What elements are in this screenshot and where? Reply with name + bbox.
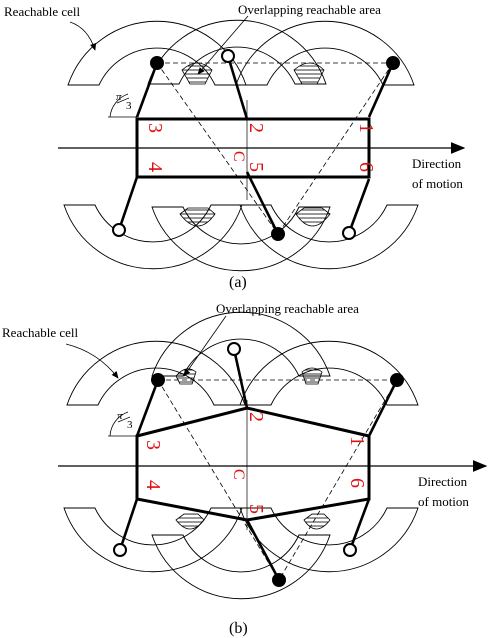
leg-label-6: 6 [355,162,377,172]
overlap-pointer [197,15,249,75]
panel-b-caption: (b) [229,620,248,637]
feet [112,49,400,241]
angle-fraction-bar [116,97,130,104]
leg-label-3: 3 [142,440,164,450]
foot-stance [150,56,164,70]
angle-numerator: π [116,91,122,103]
reachable-cell-label: Reachable cell [4,4,81,19]
angle-numerator: π [117,410,123,422]
leg-label-2: 2 [245,412,267,422]
foot-swing [342,226,356,240]
leg-label-1: 1 [355,123,377,133]
angle-denominator: 3 [127,419,133,431]
feet [113,342,404,587]
leg-label-5: 5 [245,504,267,514]
overlap-pointer [183,315,227,377]
foot-stance [386,56,400,70]
reachable-cell-pointer [65,343,119,379]
angle-arc [109,93,129,118]
foot-stance [272,573,286,587]
angle-arc [109,411,129,437]
panel-a: π 3 3 2 1 4 5 6 C Reachable cell Overlap… [4,2,466,291]
center-label: C [230,469,247,480]
direction-label-line1: Direction [418,474,468,489]
foot-swing [112,223,126,237]
leg-label-5: 5 [245,162,267,172]
support-triangle [156,62,394,235]
reachable-cell-label: Reachable cell [2,325,79,340]
leg-label-2: 2 [245,123,267,133]
overlap-label: Overlapping reachable area [238,2,381,17]
foot-swing [113,543,127,557]
legs [118,348,399,581]
leg-label-4: 4 [144,162,166,172]
panel-b: π 3 3 2 1 4 5 6 C Reachable cell Overlap… [2,301,488,637]
center-label: C [230,151,247,162]
leg-label-1: 1 [346,436,368,446]
foot-stance [271,227,285,241]
angle-denominator: 3 [126,100,132,112]
panel-a-caption: (a) [229,274,247,291]
direction-label-line1: Direction [412,156,462,171]
foot-swing [221,49,235,63]
foot-swing [227,342,241,356]
overlap-regions [179,62,331,227]
leg-label-4: 4 [142,480,164,490]
leg-label-6: 6 [346,478,368,488]
legs [117,55,395,235]
support-triangle [157,379,398,581]
leg-label-3: 3 [144,123,166,133]
direction-label-line2: of motion [418,494,469,509]
direction-label-line2: of motion [412,176,463,191]
foot-stance [390,373,404,387]
bottom-reachable-cells [63,204,419,272]
foot-swing [343,543,357,557]
reachable-cell-pointer [69,21,97,51]
top-reachable-cells [67,19,415,86]
angle-fraction-bar [117,416,131,423]
foot-stance [151,373,165,387]
overlap-label: Overlapping reachable area [216,301,359,316]
